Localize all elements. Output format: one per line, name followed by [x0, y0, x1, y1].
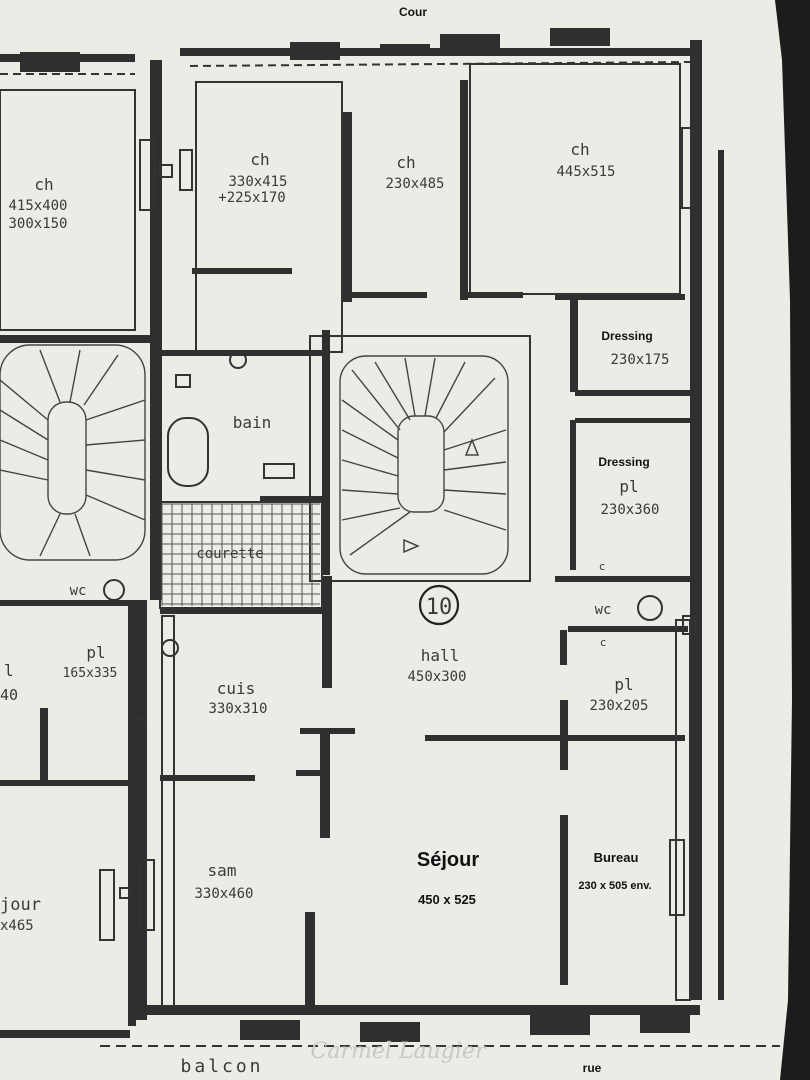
- bureau-name: Bureau: [594, 850, 639, 865]
- neighbor-pl-dims: 165x335: [63, 666, 118, 681]
- bureau-dims: 230 x 505 env.: [578, 880, 651, 892]
- dressing1-dims: 230x175: [610, 352, 669, 368]
- top-facade: [0, 28, 700, 75]
- pl1-dims: 230x360: [600, 502, 659, 518]
- neighbor-pl-name: pl: [86, 643, 105, 662]
- unit-number: 10: [426, 595, 453, 620]
- fixtures: [103, 149, 696, 899]
- neighbor-ch-dims: 415x400: [8, 198, 67, 214]
- ch2-dims: 230x485: [385, 176, 444, 192]
- dressing1-name: Dressing: [601, 329, 652, 343]
- dressing2-name: Dressing: [598, 455, 649, 469]
- ch1-dims: 330x415: [228, 174, 287, 190]
- neighbor-cut-b: 40: [0, 686, 18, 704]
- ch2-name: ch: [396, 153, 415, 172]
- balcony-label: balcon: [180, 1056, 263, 1077]
- bain-label: bain: [233, 413, 272, 432]
- sejour-dims: 450 x 525: [418, 892, 476, 907]
- courette-grid: [159, 501, 323, 609]
- ch3-name: ch: [570, 140, 589, 159]
- hall-name: hall: [421, 646, 460, 665]
- c-mark-1: c: [599, 560, 606, 573]
- courette-label: courette: [196, 546, 263, 562]
- watermark: Carmel Laugier: [311, 1039, 487, 1064]
- sejour-name: Séjour: [417, 849, 479, 871]
- wc-label: wc: [595, 602, 612, 618]
- neighbor-sejour-cut: jour: [0, 895, 41, 915]
- neighbor-wc: wc: [70, 583, 87, 599]
- sam-dims: 330x460: [194, 886, 253, 902]
- pl2-name: pl: [614, 675, 633, 694]
- neighbor-cut-a: l: [4, 661, 14, 680]
- ch1-name: ch: [250, 150, 269, 169]
- ch1-extra: +225x170: [218, 190, 285, 206]
- main-staircase: [339, 355, 509, 575]
- pl1-name: pl: [619, 477, 638, 496]
- pl2-dims: 230x205: [589, 698, 648, 714]
- cuis-dims: 330x310: [208, 701, 267, 717]
- neighbor-sejour-dims-cut: x465: [0, 918, 34, 934]
- neighbor-ch-extra: 300x150: [8, 216, 67, 232]
- neighbor-staircase: [0, 344, 146, 561]
- street-label: rue: [583, 1061, 602, 1075]
- neighbor-ch-name: ch: [34, 175, 53, 194]
- sam-name: sam: [208, 861, 237, 880]
- cuis-name: cuis: [217, 679, 256, 698]
- hall-dims: 450x300: [407, 669, 466, 685]
- ch3-dims: 445x515: [556, 164, 615, 180]
- c-mark-2: c: [600, 636, 607, 649]
- court-label: Cour: [399, 5, 427, 19]
- unit-number-circle: [418, 584, 460, 626]
